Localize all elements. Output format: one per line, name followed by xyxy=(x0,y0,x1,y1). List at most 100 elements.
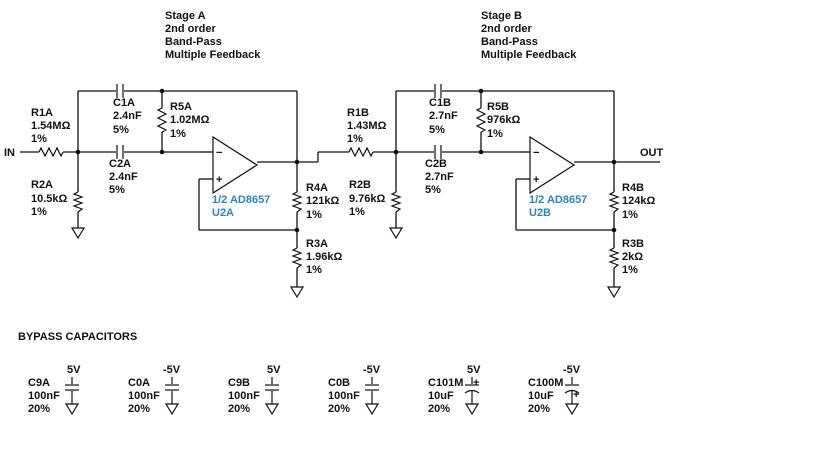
resistor-r5b-symbol xyxy=(475,107,487,133)
resistors xyxy=(38,107,620,269)
opamp-u2b-symbol: − + xyxy=(529,135,576,195)
svg-text:1%: 1% xyxy=(306,264,322,276)
label-r5a: R5A 1.02MΩ 1% xyxy=(170,101,210,140)
resistor-r3b-symbol xyxy=(608,247,620,269)
resistor-r1a-symbol xyxy=(38,146,64,158)
stage-a-title-line: Band-Pass xyxy=(165,36,222,48)
label-r1a: R1A 1.54MΩ 1% xyxy=(31,107,71,145)
svg-text:R3A: R3A xyxy=(306,238,328,250)
label-c1a: C1A 2.4nF 5% xyxy=(113,97,142,136)
svg-text:121kΩ: 121kΩ xyxy=(306,195,339,207)
svg-text:1.02MΩ: 1.02MΩ xyxy=(170,114,210,126)
resistor-r1b-symbol xyxy=(348,146,374,158)
stage-a-title: Stage A 2nd order Band-Pass Multiple Fee… xyxy=(165,10,261,61)
label-r2b: R2B 9.76kΩ 1% xyxy=(349,179,386,218)
stage-b-title-line: Multiple Feedback xyxy=(481,49,577,61)
bypass-cap-label: 20% xyxy=(428,403,450,415)
label-u2b: 1/2 AD8657 U2B xyxy=(529,194,587,219)
bypass-cap-label: 100nF xyxy=(28,390,60,402)
label-r4a: R4A 121kΩ 1% xyxy=(306,182,339,221)
stage-a-title-line: Multiple Feedback xyxy=(165,49,261,61)
svg-text:1/2 AD8657: 1/2 AD8657 xyxy=(212,194,270,206)
svg-text:1%: 1% xyxy=(349,206,365,218)
stage-a-title-line: Stage A xyxy=(165,10,206,22)
svg-text:5%: 5% xyxy=(425,184,441,196)
opamp-u2b-plus: + xyxy=(533,174,539,186)
svg-text:2.4nF: 2.4nF xyxy=(113,110,142,122)
svg-text:R2B: R2B xyxy=(349,179,371,191)
svg-text:1.54MΩ: 1.54MΩ xyxy=(31,120,71,132)
svg-text:R5A: R5A xyxy=(170,101,192,113)
resistor-r4b-symbol xyxy=(608,191,620,213)
ground-r2a xyxy=(70,227,86,240)
bypass-cap-rail: -5V xyxy=(563,364,581,376)
label-r5b: R5B 976kΩ 1% xyxy=(487,101,520,140)
stage-b-title-line: 2nd order xyxy=(481,23,532,35)
svg-text:1%: 1% xyxy=(347,133,363,145)
label-c2b: C2B 2.7nF 5% xyxy=(425,158,454,196)
svg-text:R4A: R4A xyxy=(306,182,328,194)
svg-text:R5B: R5B xyxy=(487,101,509,113)
bypass-title: BYPASS CAPACITORS xyxy=(18,331,137,343)
svg-text:1%: 1% xyxy=(306,209,322,221)
svg-text:5%: 5% xyxy=(113,124,129,136)
opamp-u2a-plus: + xyxy=(216,174,222,186)
resistor-r5a-symbol xyxy=(156,107,168,133)
stage-a-title-line: 2nd order xyxy=(165,23,216,35)
stage-b-title: Stage B 2nd order Band-Pass Multiple Fee… xyxy=(481,10,577,61)
svg-text:U2B: U2B xyxy=(529,207,551,219)
capacitor-c2b-symbol xyxy=(434,145,442,159)
output-label: OUT xyxy=(640,147,664,159)
svg-text:976kΩ: 976kΩ xyxy=(487,114,520,126)
resistor-r2b-symbol xyxy=(390,191,402,213)
svg-text:2.7nF: 2.7nF xyxy=(425,171,454,183)
label-r3a: R3A 1.96kΩ 1% xyxy=(306,238,343,276)
bypass-cap-label: C101M xyxy=(428,377,463,389)
bypass-cap-label: C100M xyxy=(528,377,563,389)
label-r1b: R1B 1.43MΩ 1% xyxy=(347,107,387,145)
svg-text:2kΩ: 2kΩ xyxy=(622,251,643,263)
resistor-r4a-symbol xyxy=(291,191,303,213)
label-r3b: R3B 2kΩ 1% xyxy=(622,238,644,276)
svg-text:5%: 5% xyxy=(429,124,445,136)
ground-r2b xyxy=(388,227,404,240)
svg-text:R1A: R1A xyxy=(31,107,53,119)
ground-r3a xyxy=(289,286,305,299)
opamp-u2a-minus: − xyxy=(216,147,222,159)
bypass-cap-ground xyxy=(564,403,580,416)
svg-text:C2B: C2B xyxy=(425,158,447,170)
bypass-cap-label: 100nF xyxy=(228,390,260,402)
bypass-cap-label: C9A xyxy=(28,377,50,389)
bypass-capacitors-group: C9A100nF20%5VC0A100nF20%-5VC9B100nF20%5V… xyxy=(28,364,581,416)
bypass-cap-label: 20% xyxy=(328,403,350,415)
svg-text:R2A: R2A xyxy=(31,179,53,191)
bypass-cap-ground xyxy=(264,403,280,416)
ground-symbols xyxy=(70,227,622,299)
bypass-cap-rail: 5V xyxy=(267,364,281,376)
svg-text:1.96kΩ: 1.96kΩ xyxy=(306,251,343,263)
bypass-cap-ground xyxy=(364,403,380,416)
bypass-cap-label: 20% xyxy=(28,403,50,415)
bypass-cap-label: C9B xyxy=(228,377,250,389)
bypass-cap-label: C0B xyxy=(328,377,350,389)
resistor-r2a-symbol xyxy=(72,191,84,213)
capacitor-c2a-symbol xyxy=(116,145,124,159)
svg-text:1%: 1% xyxy=(487,128,503,140)
svg-text:1%: 1% xyxy=(622,264,638,276)
bypass-cap-label: 10uF xyxy=(528,390,554,402)
svg-text:1%: 1% xyxy=(170,128,186,140)
svg-text:R1B: R1B xyxy=(347,107,369,119)
svg-text:10.5kΩ: 10.5kΩ xyxy=(31,193,68,205)
label-c2a: C2A 2.4nF 5% xyxy=(109,158,138,196)
opamp-u2b-minus: − xyxy=(533,147,539,159)
bypass-cap-ground xyxy=(164,403,180,416)
bypass-cap-label: 100nF xyxy=(128,390,160,402)
bypass-cap-label: 100nF xyxy=(328,390,360,402)
bypass-cap-label: 10uF xyxy=(428,390,454,402)
